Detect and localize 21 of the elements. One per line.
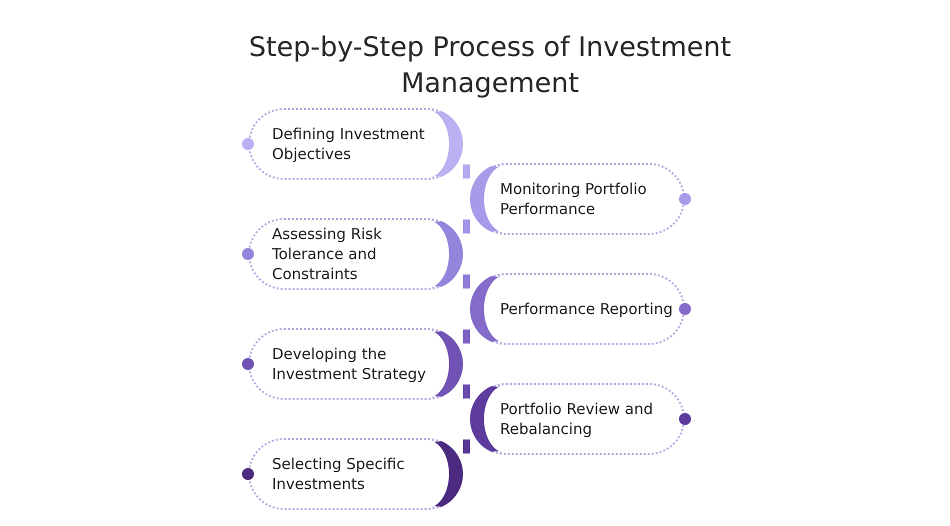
step-label: Monitoring Portfolio Performance <box>500 179 648 219</box>
step-label: Portfolio Review and Rebalancing <box>500 399 654 439</box>
connector-band <box>463 274 470 288</box>
step-label: Selecting Specific Investments <box>272 454 406 494</box>
step-pill <box>470 273 685 345</box>
step-pill <box>470 163 685 235</box>
connector-band <box>463 220 470 234</box>
step-label: Developing the Investment Strategy <box>272 344 427 384</box>
step-pill <box>248 108 463 180</box>
step-pill <box>248 218 463 290</box>
step-label: Performance Reporting <box>500 299 673 319</box>
step-label: Assessing Risk Tolerance and Constraints <box>272 224 383 284</box>
step-pill <box>248 438 463 510</box>
connector-band <box>463 384 470 398</box>
step-pill <box>470 383 685 455</box>
step-label: Defining Investment Objectives <box>272 124 426 164</box>
connector-band <box>463 330 470 344</box>
title: Step-by-Step Process of Investment Management <box>248 31 732 101</box>
connector-band <box>463 440 470 454</box>
step-pill <box>248 328 463 400</box>
connector-band <box>463 164 470 178</box>
